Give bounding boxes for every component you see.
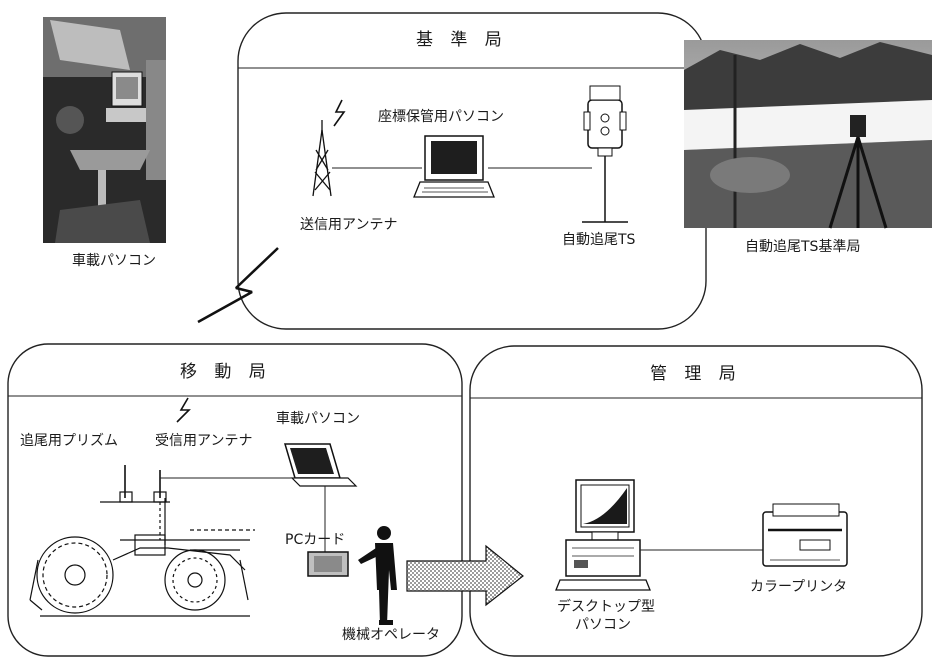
color-printer-label: カラープリンタ xyxy=(750,579,848,595)
vehicle-pc-laptop xyxy=(283,443,358,487)
desktop-pc-label-line1: デスクトップ型 xyxy=(557,599,655,615)
coordinate-pc-laptop xyxy=(413,135,495,198)
transmit-antenna-tower xyxy=(312,99,346,197)
receive-signal-bolt xyxy=(176,397,191,423)
roller-vehicle xyxy=(29,465,255,617)
transmit-antenna-label: 送信用アンテナ xyxy=(300,217,398,233)
total-station-instrument xyxy=(582,85,628,223)
mobile-station-title: 移 動 局 xyxy=(180,362,272,382)
coordinate-pc-label: 座標保管用パソコン xyxy=(378,109,504,125)
ts-base-photo xyxy=(684,40,932,229)
pc-card xyxy=(307,551,349,577)
pc-card-label: PCカード xyxy=(285,532,346,548)
management-station-title: 管 理 局 xyxy=(650,364,742,384)
vehicle-pc-photo-caption: 車載パソコン xyxy=(72,253,156,269)
desktop-pc xyxy=(555,479,651,591)
vehicle-pc-label: 車載パソコン xyxy=(276,411,360,427)
management-station-frame xyxy=(469,345,923,657)
auto-ts-label: 自動追尾TS xyxy=(562,232,636,248)
tracking-prism-label: 追尾用プリズム xyxy=(20,433,118,449)
operator-figure xyxy=(358,526,397,625)
radio-link-bolt xyxy=(197,247,279,324)
data-transfer-arrow xyxy=(406,544,524,607)
vehicle-pc-photo xyxy=(43,17,166,243)
color-printer xyxy=(762,503,848,567)
ts-base-photo-caption: 自動追尾TS基準局 xyxy=(745,239,861,255)
mobile-station-frame xyxy=(7,343,463,657)
operator-label: 機械オペレータ xyxy=(342,627,440,643)
base-station-title: 基 準 局 xyxy=(416,30,508,50)
desktop-pc-label-line2: パソコン xyxy=(575,617,631,633)
receive-antenna-label: 受信用アンテナ xyxy=(155,433,253,449)
